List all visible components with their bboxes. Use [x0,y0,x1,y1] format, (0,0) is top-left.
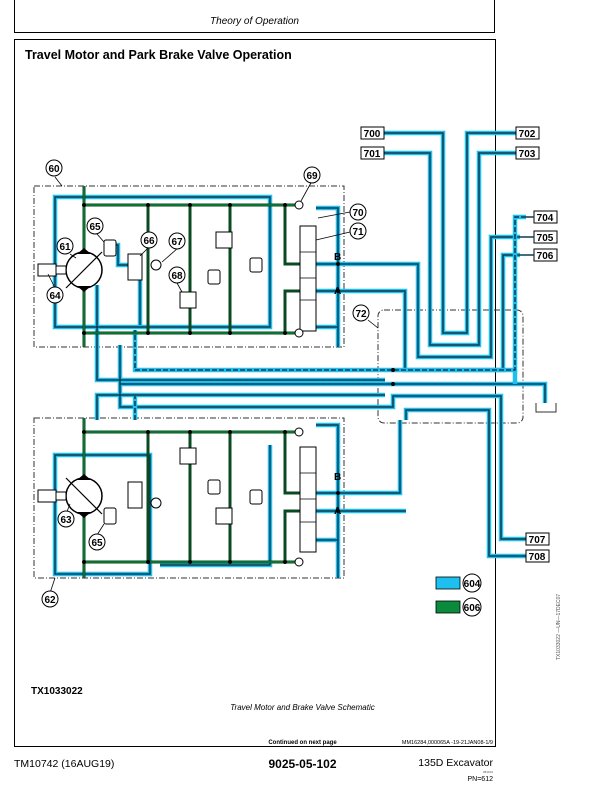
orifice-icon [294,200,304,210]
displacement-actuator-icon [37,489,57,503]
legend-callout-606: 606 [464,603,481,614]
callout-71: 71 [352,227,364,238]
footer-pn: PN=612 [467,776,494,783]
callout-65: 65 [89,222,101,233]
callout-60: 60 [48,164,60,175]
footer-manual: TM10742 (16AUG19) [14,758,115,770]
legend-swatch-pressure [435,576,461,590]
figure-vertical-id: TX1033022 —UN—17DEC07 [556,593,562,660]
legend: 604 606 [435,573,482,617]
boundary-center-joint [377,309,524,424]
brake-cylinder-icon [103,239,117,257]
reference-id: MM16284,000065A -19-21JAN08-1/9 [401,740,493,746]
line-label-708: 708 [529,552,546,563]
relief-valve-icon [215,231,233,249]
page-header: Theory of Operation [14,0,495,33]
shuttle-valve-icon [150,497,162,509]
boundary-lower-motor [33,417,345,579]
line-label-705: 705 [537,233,554,244]
line-label-707: 707 [529,535,546,546]
port-a-lower: A [334,506,341,517]
blue-lines [52,130,548,578]
motor-upper [37,248,103,292]
brake-valve-icon [127,481,143,509]
counterbalance-valve-icon [299,446,317,553]
callout-63: 63 [60,515,72,526]
motor-lower [37,474,103,518]
port-a-upper: A [334,286,341,297]
shuttle-valve-icon [150,259,162,271]
footer-model: 135D Excavator [418,757,493,769]
brake-valve-icon [127,253,143,281]
callout-72: 72 [355,309,367,320]
port-b-upper: B [334,252,341,263]
callout-64: 64 [49,291,61,302]
line-label-700: 700 [364,129,381,140]
legend-swatch-green [435,600,461,614]
line-label-706: 706 [537,251,554,262]
callout-68: 68 [171,271,183,282]
callout-70: 70 [352,208,364,219]
tank-icon [535,403,557,413]
line-label-703: 703 [519,149,536,160]
callout-67: 67 [171,237,183,248]
line-label-704: 704 [537,213,554,224]
header-title: Theory of Operation [210,16,299,27]
callout-66: 66 [143,236,155,247]
figure-id: TX1033022 [31,686,83,697]
relief-valve-icon [179,291,197,309]
boundary-upper-motor [33,185,345,348]
content-frame [14,39,496,747]
callout-69: 69 [306,171,318,182]
callout-62: 62 [44,595,56,606]
callout-61: 61 [59,242,71,253]
continued-note: Continued on next page [268,740,337,746]
callout-60 [45,159,63,177]
section-title: Travel Motor and Park Brake Valve Operat… [25,48,292,62]
brake-cylinder-icon [103,507,117,525]
footer-tiny-code: 081619 [482,770,493,774]
footer-page-number: 9025-05-102 [268,757,337,771]
relief-valve-icon [215,507,233,525]
legend-callout-604: 604 [464,579,481,590]
callout-65: 65 [91,538,103,549]
port-b-lower: B [334,472,341,483]
counterbalance-valve-icon [299,225,317,332]
component-boundaries [33,185,524,579]
line-label-702: 702 [519,129,536,140]
line-label-701: 701 [364,149,381,160]
relief-valve-icon [179,447,197,465]
displacement-actuator-icon [37,263,57,277]
figure-caption: Travel Motor and Brake Valve Schematic [230,703,375,712]
